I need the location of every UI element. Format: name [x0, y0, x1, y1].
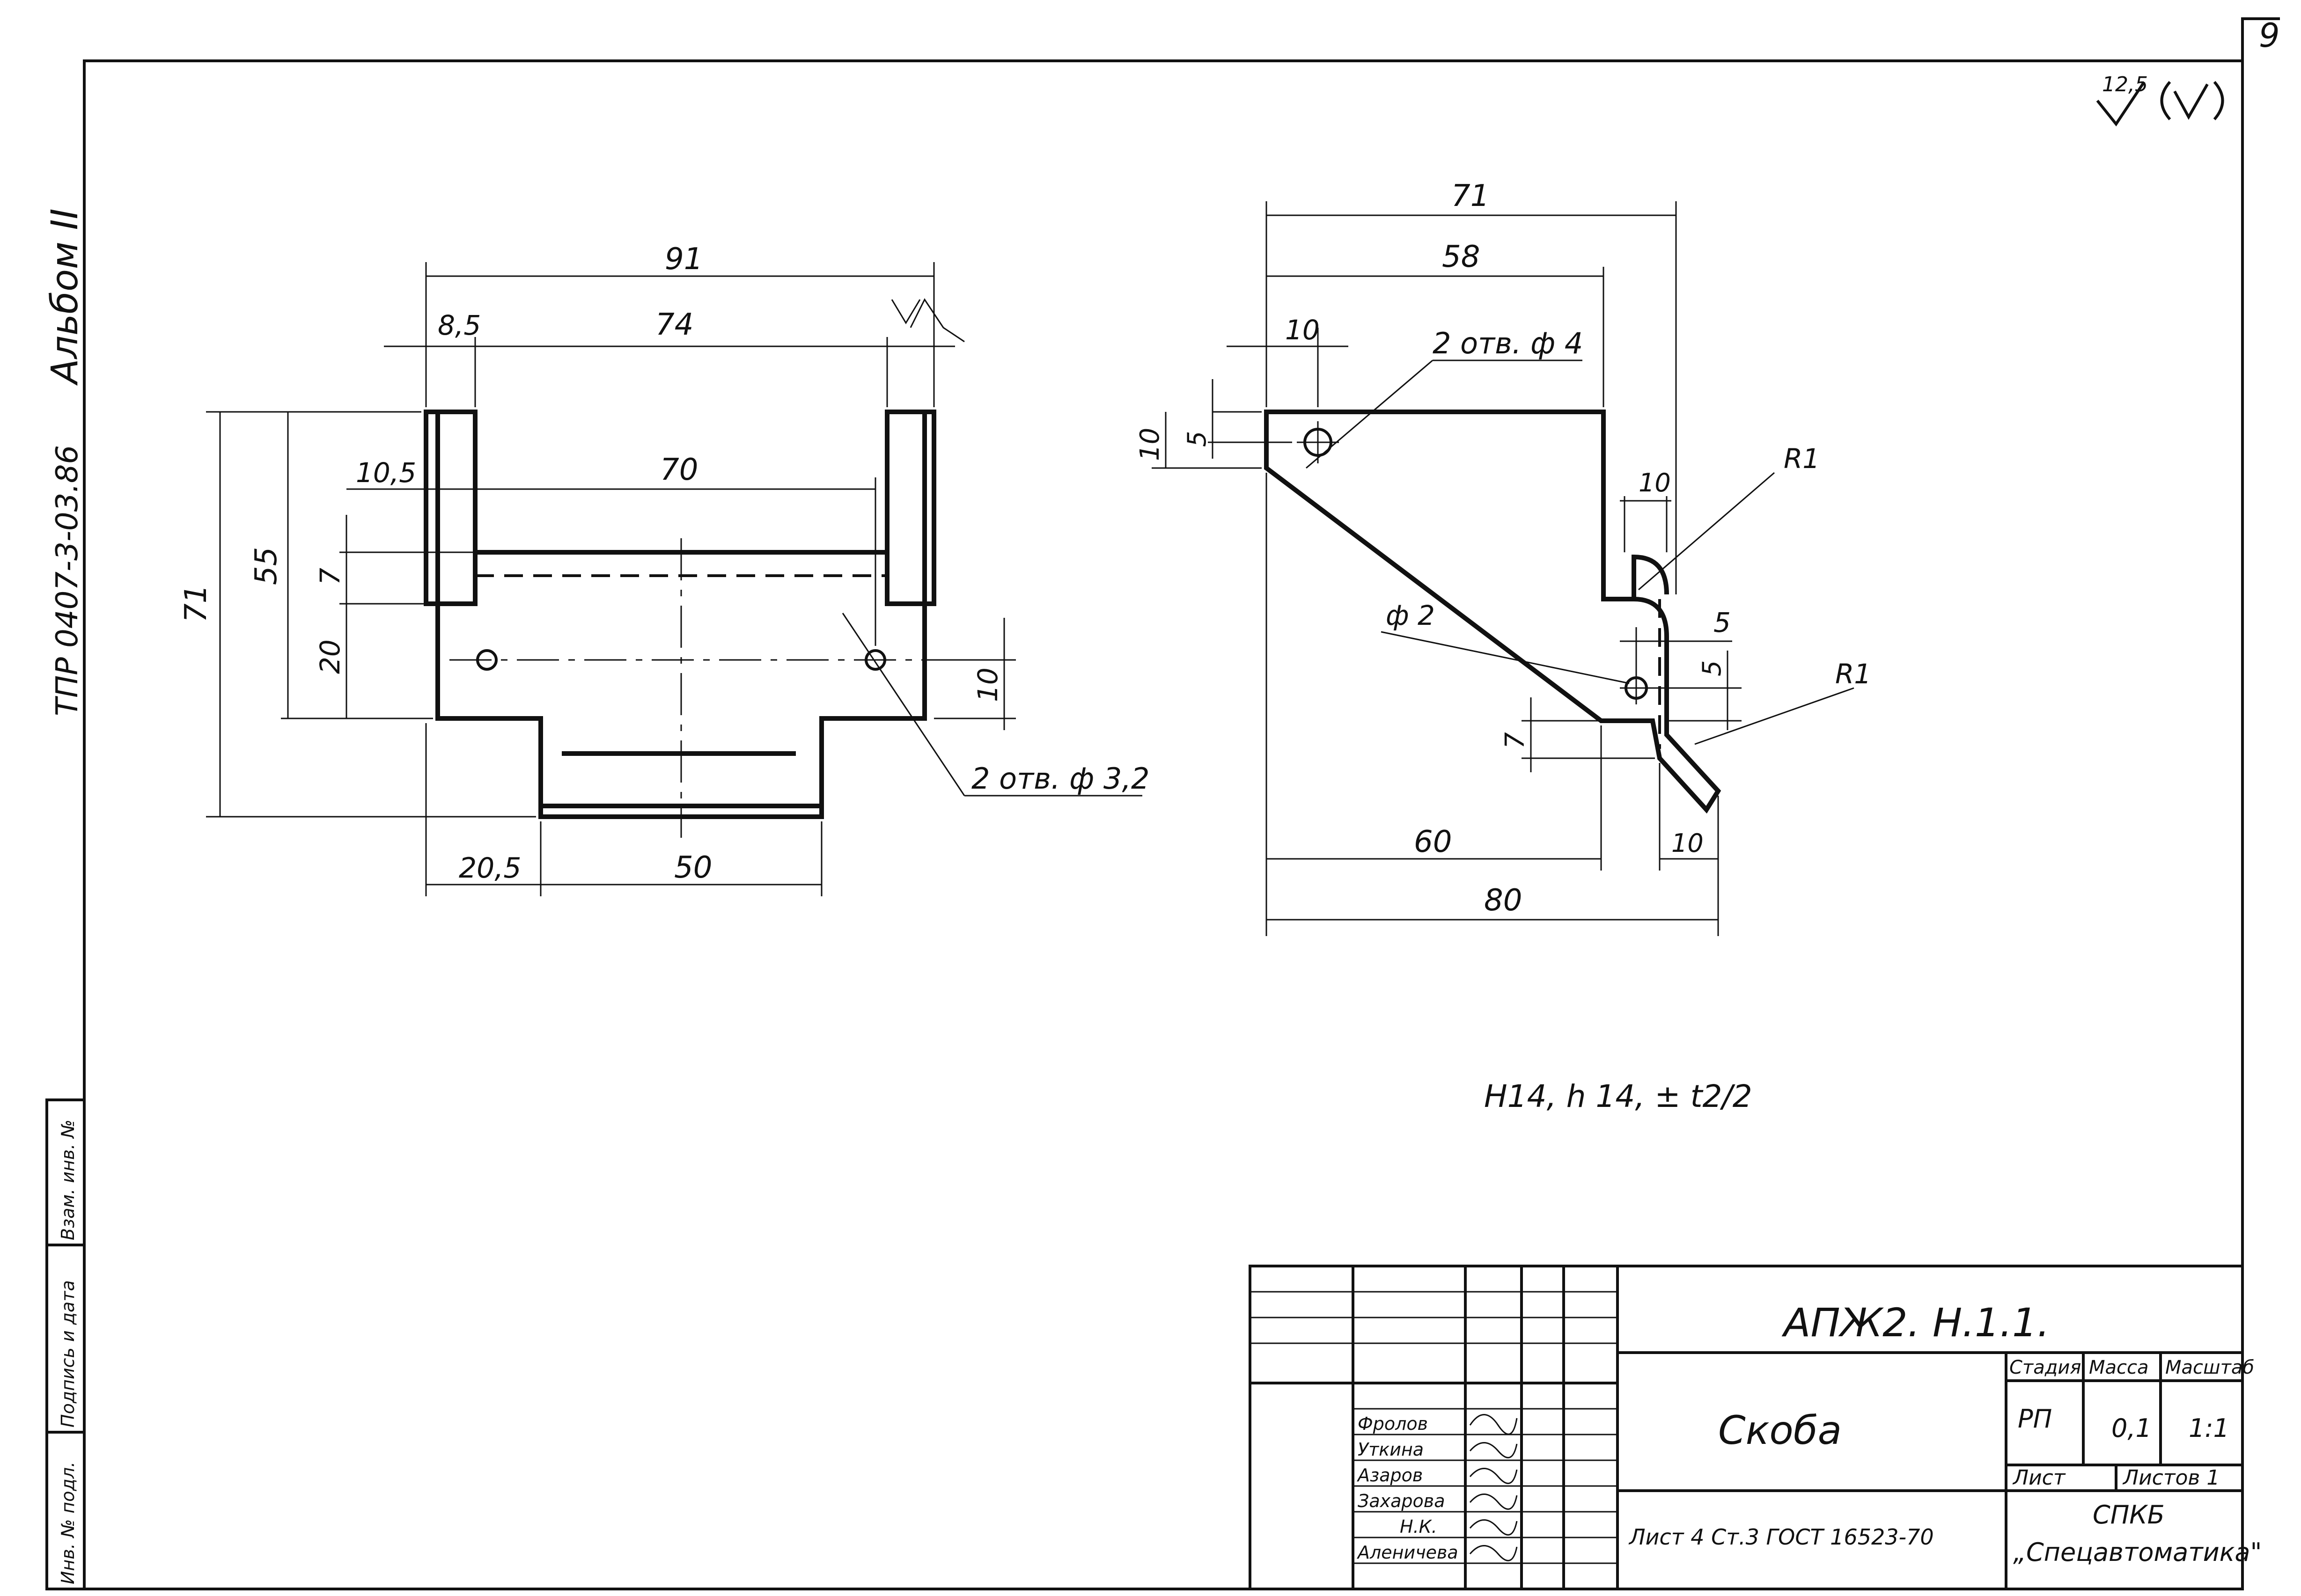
view1-hole-right — [865, 649, 886, 671]
person-5: Н.К. — [1400, 1516, 1437, 1537]
person-4: Захарова — [1358, 1491, 1445, 1511]
album-label: Альбом II — [44, 208, 86, 386]
view1-dimensions: 91 8,5 74 10,5 70 71 55 7 20 10 — [179, 242, 1149, 896]
v2-dim-58: 58 — [1442, 240, 1480, 274]
page-number: 9 — [2259, 16, 2280, 55]
sheet-label: Лист — [2012, 1466, 2066, 1490]
dim-10-5: 10,5 — [356, 457, 416, 489]
dim-71: 71 — [179, 585, 213, 622]
v2-dim-10d: 10 — [1671, 828, 1704, 858]
view1-holes — [476, 649, 886, 671]
view2-dimensions: 71 58 10 10 5 2 отв. ф 4 10 R1 5 ф — [1135, 179, 1871, 936]
stamp-replaced: Взам. инв. № — [58, 1120, 78, 1240]
person-2: Уткина — [1358, 1439, 1424, 1460]
org-line1: СПКБ — [2093, 1500, 2165, 1530]
album-label-group: Альбом II — [44, 208, 86, 386]
dim-55: 55 — [249, 547, 284, 585]
header-stage: Стадия — [2009, 1357, 2081, 1378]
dim-20-5: 20,5 — [459, 852, 522, 885]
scale-value: 1:1 — [2189, 1413, 2229, 1443]
dim-74: 74 — [655, 307, 693, 342]
roughness-value: 12,5 — [2102, 73, 2148, 96]
v2-r1-upper: R1 — [1784, 443, 1820, 475]
v2-dim-10a: 10 — [1285, 314, 1320, 346]
person-3: Азаров — [1356, 1465, 1423, 1486]
side-stamp: Взам. инв. № Подпись и дата Инв. № подл. — [45, 1098, 86, 1590]
dim-50: 50 — [674, 850, 712, 885]
header-mass: Масса — [2089, 1357, 2149, 1378]
dim-20: 20 — [314, 639, 346, 674]
title-block: АПЖ2. Н.1.1. Скоба Стадия Масса Масштаб … — [1249, 1265, 2262, 1590]
v2-dim-60: 60 — [1414, 825, 1452, 859]
signature-marks — [1469, 1414, 1518, 1561]
doc-code: АПЖ2. Н.1.1. — [1781, 1300, 2050, 1346]
dim-70: 70 — [660, 453, 698, 487]
view1-holes-note: 2 отв. ф 3,2 — [971, 761, 1149, 796]
mass-value: 0,1 — [2111, 1413, 2152, 1443]
material-spec: Лист 4 Ст.3 ГОСТ 16523-70 — [1628, 1524, 1934, 1550]
view1-hole-left — [476, 649, 498, 671]
dim-91: 91 — [665, 242, 703, 277]
tolerance-note: H14, h 14, ± t2/2 — [1484, 1078, 1752, 1114]
org-line2: „Спецавтоматика" — [2013, 1537, 2262, 1567]
person-6: Аленичева — [1356, 1542, 1458, 1563]
v2-dim-10c: 10 — [1639, 468, 1671, 498]
dim-7: 7 — [314, 568, 346, 585]
stamp-signature: Подпись и дата — [58, 1280, 78, 1428]
dim-8-5: 8,5 — [438, 309, 481, 341]
sheets-label: Листов 1 — [2122, 1466, 2220, 1490]
v2-dim-5b: 5 — [1713, 607, 1731, 638]
view1-center-lines — [449, 538, 936, 838]
roughness-symbol: 12,5 — [2096, 73, 2224, 127]
view2-outline — [1264, 410, 1721, 814]
v2-phi2: ф 2 — [1386, 600, 1435, 631]
header-scale: Масштаб — [2165, 1357, 2254, 1378]
doc-ref: ТПР 0407-3-03.86 — [50, 445, 85, 716]
v2-dim-10b: 10 — [1135, 428, 1165, 461]
v2-dim-7: 7 — [1500, 732, 1530, 749]
stage-value: РП — [2018, 1404, 2052, 1434]
view2-holes-note: 2 отв. ф 4 — [1433, 326, 1583, 360]
v2-dim-5c: 5 — [1697, 660, 1727, 676]
dim-10-right: 10 — [972, 667, 1004, 702]
v2-dim-71: 71 — [1451, 179, 1489, 213]
v2-r1-lower: R1 — [1835, 658, 1871, 690]
v2-dim-80: 80 — [1484, 883, 1522, 918]
v2-dim-5a: 5 — [1182, 431, 1212, 447]
person-1: Фролов — [1358, 1413, 1428, 1434]
stamp-inventory: Инв. № подл. — [58, 1462, 78, 1584]
doc-ref-group: ТПР 0407-3-03.86 — [50, 445, 85, 716]
part-name: Скоба — [1718, 1407, 1842, 1453]
